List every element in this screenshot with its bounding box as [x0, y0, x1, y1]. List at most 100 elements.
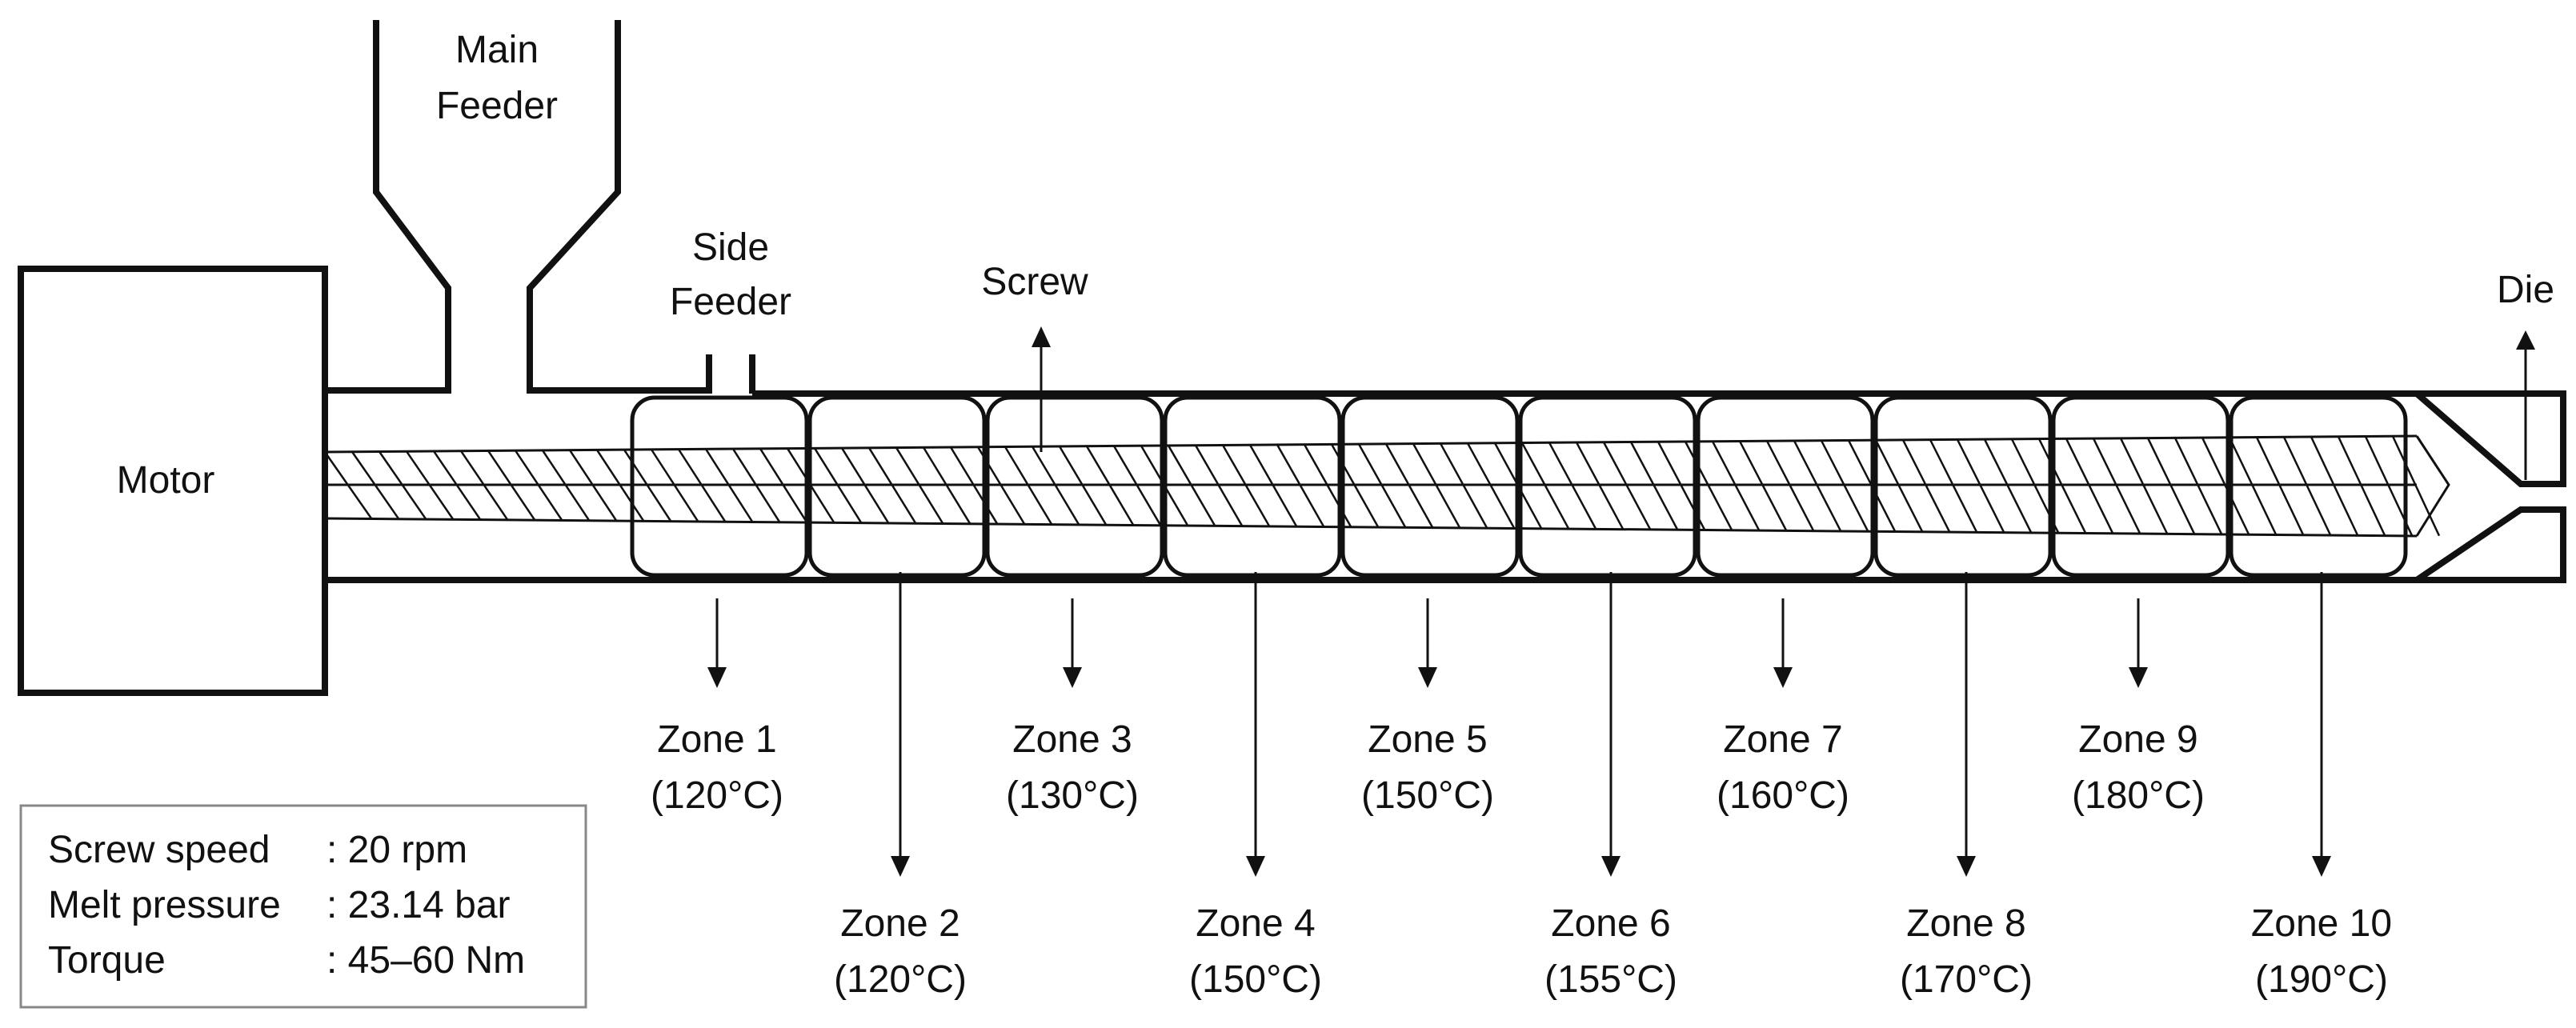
zone-name-label: Zone 6	[1551, 902, 1670, 945]
die-top	[2414, 390, 2566, 487]
zone-temperature-label: (190°C)	[2255, 958, 2388, 1001]
screw-flight	[1629, 441, 1679, 530]
screw-flight	[432, 450, 482, 520]
zone-9: Zone 9(180°C)	[2051, 395, 2230, 817]
zone-name-label: Zone 5	[1368, 718, 1487, 761]
screw-flight	[1194, 445, 1244, 526]
screw-flight	[1793, 440, 1842, 532]
screw-flight	[1929, 439, 1978, 533]
screw-flight	[1956, 438, 2005, 533]
screw-flight	[1031, 446, 1080, 526]
zone-heater-box	[1163, 395, 1342, 578]
parameter-list: Screw speed : 20 rpm Melt pressure : 23.…	[48, 829, 525, 982]
die-bottom	[2414, 506, 2566, 583]
param-label-torque: Torque	[48, 939, 166, 982]
motor-box	[18, 266, 328, 696]
heating-zones: Zone 1(120°C)Zone 2(120°C)Zone 3(130°C)Z…	[630, 395, 2408, 1001]
screw-flight	[1765, 440, 1815, 531]
screw-flight	[514, 450, 563, 521]
screw-flight	[677, 448, 727, 522]
screw-flight	[2037, 438, 2087, 534]
screw-flight	[1874, 439, 1924, 532]
param-value-torque: : 45–60 Nm	[327, 939, 525, 982]
screw-flight	[1548, 442, 1597, 530]
screw-flight	[650, 449, 699, 522]
zone-arrow-head	[1063, 667, 1082, 688]
zone-temperature-label: (120°C)	[834, 958, 967, 1001]
zone-10: Zone 10 (190°C)	[2229, 395, 2408, 1001]
zone-heater-box	[2229, 395, 2408, 578]
screw-flight	[2310, 436, 2359, 536]
die-label: Die	[2497, 269, 2554, 311]
zone-temperature-label: (160°C)	[1717, 774, 1849, 817]
screw-flight	[1357, 443, 1407, 528]
screw-flight	[2282, 436, 2332, 536]
param-value-screw-speed: : 20 rpm	[327, 829, 467, 871]
zone-name-label: Zone 4	[1196, 902, 1315, 945]
screw-flight	[1058, 446, 1108, 526]
screw-flight	[459, 450, 509, 521]
screw-flight	[1276, 444, 1325, 527]
zone-2: Zone 2 (120°C)	[807, 395, 987, 1001]
zone-arrow-head	[1957, 856, 1976, 877]
screw-flight	[1004, 446, 1053, 525]
zone-7: Zone 7(160°C)	[1696, 395, 1875, 817]
screw-flight	[2065, 438, 2114, 534]
zone-8: Zone 8(170°C)	[1873, 395, 2053, 1001]
zone-arrow-head	[707, 667, 727, 688]
screw-flight	[541, 450, 591, 521]
zone-name-label: Zone 2	[840, 902, 959, 945]
screw-flight	[1820, 440, 1869, 532]
screw-flight	[731, 448, 781, 522]
zone-arrow-head	[2129, 667, 2148, 688]
screw-flight	[1901, 439, 1951, 533]
zone-temperature-label: (170°C)	[1900, 958, 2033, 1001]
screw-flight	[2337, 436, 2386, 536]
zone-name-label: Zone 1	[657, 718, 776, 761]
zone-temperature-label: (150°C)	[1189, 958, 1322, 1001]
zone-arrow-head	[1773, 667, 1793, 688]
screw-flight	[595, 449, 645, 522]
zone-heater-box	[630, 395, 809, 578]
zone-name-label: Zone 10	[2251, 902, 2392, 945]
screw-flight	[2119, 438, 2169, 534]
screw-flight	[1167, 445, 1216, 526]
main-feeder-label-line2: Feeder	[436, 85, 558, 127]
zone-name-label: Zone 3	[1012, 718, 1132, 761]
side-feeder-label-line2: Feeder	[670, 281, 791, 323]
zone-heater-box	[985, 395, 1164, 578]
zone-heater-box	[1873, 395, 2053, 578]
screw-tip	[2415, 435, 2450, 537]
zone-arrow-head	[1601, 856, 1621, 877]
screw-flight	[1248, 444, 1298, 527]
screw-flight	[1520, 442, 1570, 530]
screw-flight	[1384, 443, 1434, 528]
screw-flight	[1439, 442, 1488, 529]
zone-heater-box	[807, 395, 987, 578]
screw-flights	[323, 435, 2441, 537]
param-value-melt-pressure: : 23.14 bar	[327, 884, 511, 926]
screw-flight	[2201, 437, 2250, 535]
screw-top-line	[324, 434, 2418, 454]
zone-temperature-label: (150°C)	[1361, 774, 1494, 817]
screw-flight	[759, 448, 808, 523]
screw-bottom-line	[324, 517, 2418, 538]
zone-6: Zone 6(155°C)	[1518, 395, 1697, 1001]
screw-flight	[840, 447, 890, 524]
screw-flight	[1983, 438, 2033, 534]
zone-5: Zone 5 (150°C)	[1340, 395, 1520, 817]
screw-flight	[2173, 437, 2223, 535]
screw-flight	[1412, 442, 1461, 529]
screw-flight	[1711, 441, 1761, 531]
screw-flight	[1466, 442, 1516, 529]
screw-flight	[487, 450, 536, 521]
motor-label: Motor	[117, 459, 215, 502]
zone-arrow-head	[1246, 856, 1265, 877]
zone-arrow-head	[1418, 667, 1437, 688]
screw-flight	[568, 449, 618, 522]
screw-flight	[2255, 436, 2305, 535]
main-feeder-label-line1: Main	[455, 29, 539, 71]
screw-flight	[323, 451, 373, 519]
screw-flight	[922, 446, 972, 524]
